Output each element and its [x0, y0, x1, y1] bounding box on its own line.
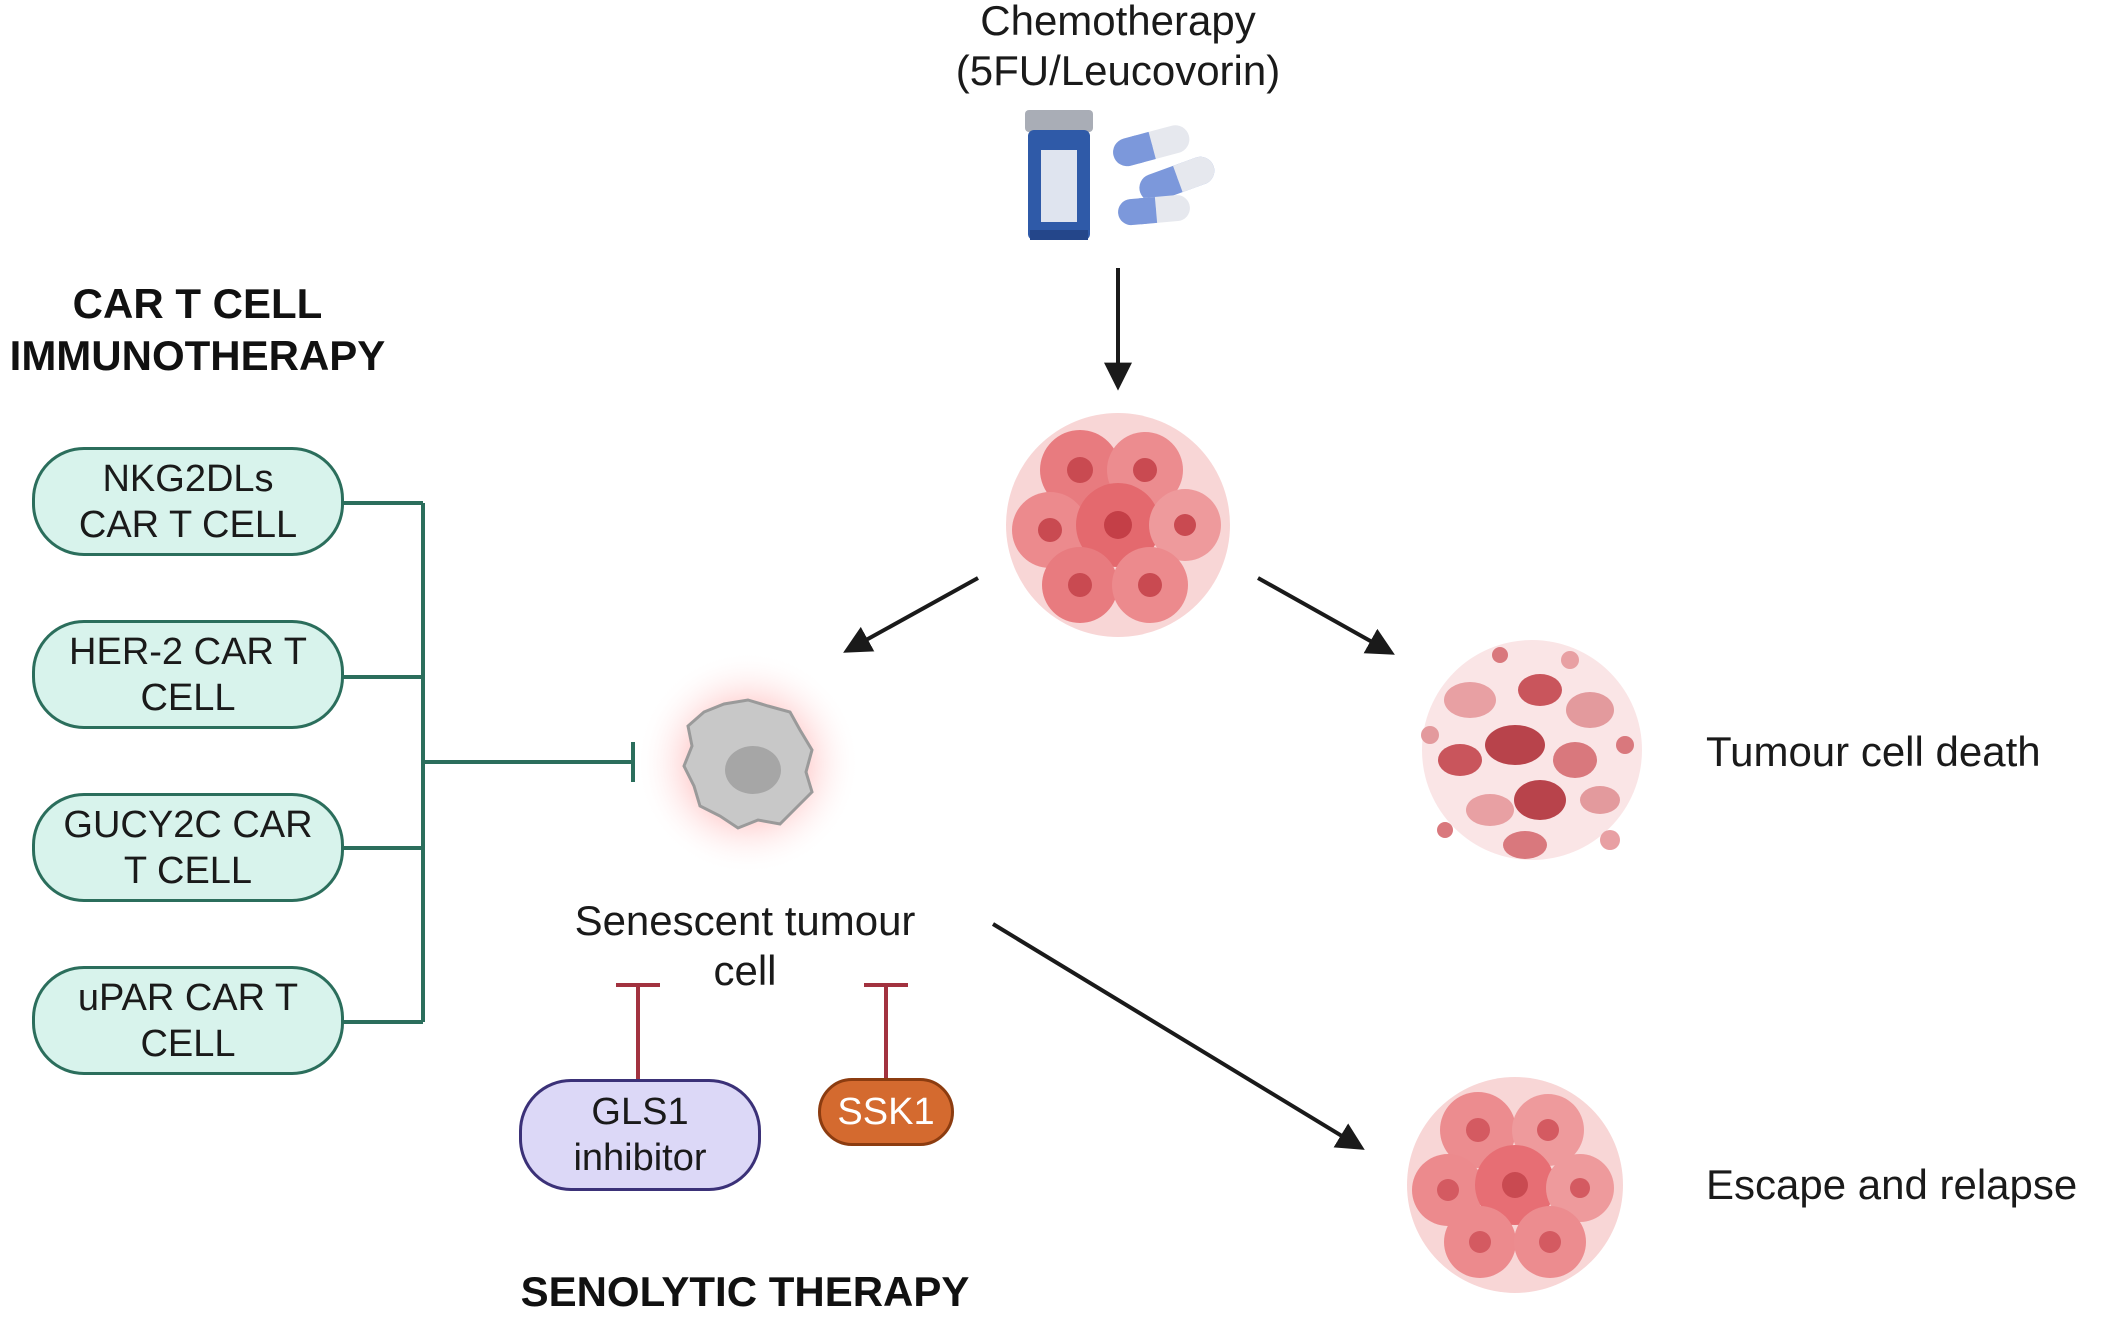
- escape-and-relapse-label: Escape and relapse: [1706, 1161, 2078, 1208]
- pill-capsules-icon: [1113, 125, 1215, 226]
- chemotherapy-drug: (5FU/Leucovorin): [955, 47, 1281, 94]
- senescent-tumour-cell-label: Senescent tumour cell: [530, 896, 960, 996]
- arrow-to-death: [1257, 576, 1395, 655]
- arrow-to-relapse: [991, 922, 1365, 1150]
- relapse-tumour-cluster-icon: [1407, 1077, 1623, 1293]
- chemotherapy-label: Chemotherapy (5FU/Leucovorin): [918, 0, 1318, 96]
- car-t-cell-nkg2dls: NKG2DLs CAR T CELL: [32, 447, 344, 556]
- senescent-label-line1: Senescent tumour: [574, 897, 916, 944]
- arrow-to-senescent: [843, 576, 979, 653]
- car-t-cell-her2: HER-2 CAR T CELL: [32, 620, 344, 729]
- car-t-heading: CAR T CELL IMMUNOTHERAPY: [0, 278, 395, 382]
- car-t-cell-upar: uPAR CAR T CELL: [32, 966, 344, 1075]
- tumour-cell-death-label: Tumour cell death: [1706, 728, 2041, 775]
- car-t-heading-line1: CAR T CELL: [72, 280, 323, 327]
- car-t-heading-line2: IMMUNOTHERAPY: [9, 332, 386, 379]
- senescent-cell-icon: [636, 651, 860, 875]
- car-t-cell-gucy2c: GUCY2C CAR T CELL: [32, 793, 344, 902]
- gls1-inhibitor-pill: GLS1 inhibitor: [519, 1079, 761, 1191]
- medicine-bottle-icon: [1025, 110, 1093, 240]
- car-t-bracket-connector: [343, 501, 635, 1024]
- tumour-cluster-icon: [1006, 413, 1230, 637]
- chemotherapy-title: Chemotherapy: [980, 0, 1256, 44]
- tumour-cell-death-icon: [1421, 640, 1642, 860]
- senolytic-therapy-heading: SENOLYTIC THERAPY: [520, 1268, 970, 1315]
- senescent-label-line2: cell: [713, 947, 777, 994]
- ssk1-pill: SSK1: [818, 1078, 954, 1146]
